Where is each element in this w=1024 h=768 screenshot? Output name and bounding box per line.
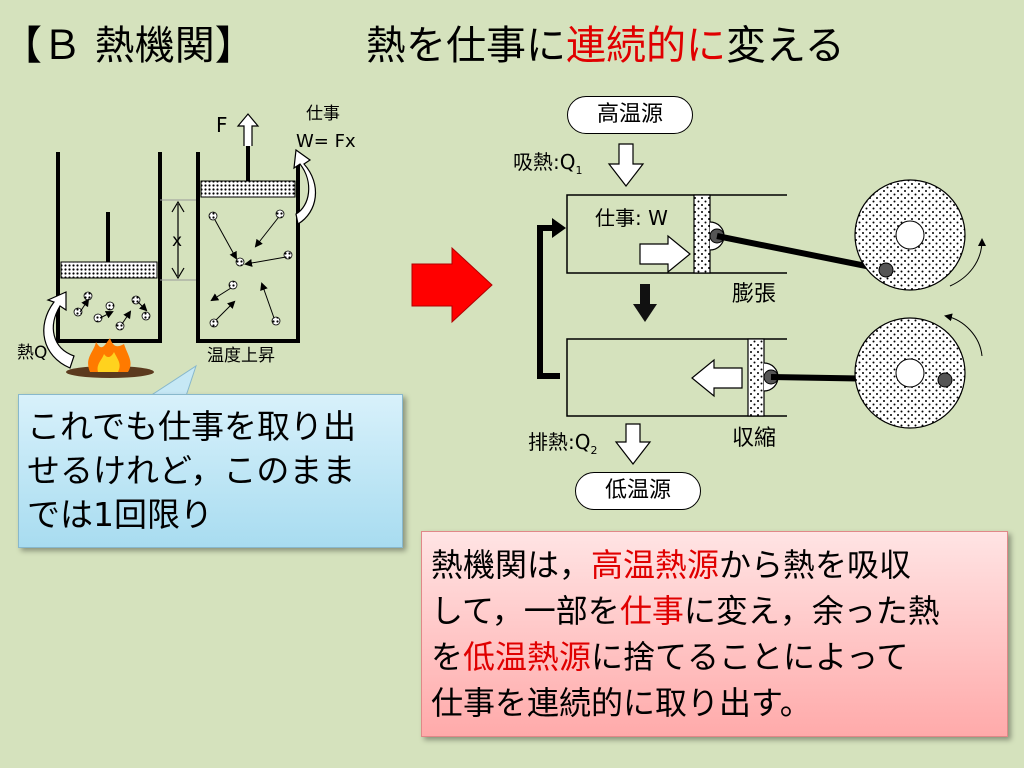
page-subtitle: 熱を仕事に連続的に変える [366, 23, 845, 69]
flame-icon [66, 338, 154, 378]
heat-label: 熱Q [17, 343, 48, 363]
force-label: F [216, 113, 228, 137]
work-label-right: 仕事: W [595, 206, 668, 230]
displacement-indicator [160, 199, 196, 281]
piston-bottom [747, 338, 765, 417]
connecting-rod-top [716, 233, 887, 273]
page-title: 【Ｂ 熱機関】 [2, 26, 255, 66]
gas-molecules-before [73, 291, 151, 331]
temperature-label: 温度上昇 [207, 346, 275, 366]
force-arrow [236, 113, 260, 146]
piston-top [693, 194, 711, 274]
transition-arrow [411, 246, 493, 324]
callout-tail [148, 364, 197, 397]
title-highlight: 連続的に [566, 23, 726, 69]
cylinder-compression [566, 338, 946, 417]
title-section: 【Ｂ 熱機関】 [2, 23, 255, 69]
heat-absorb-label: 吸熱:Q1 [513, 150, 583, 177]
process-down-arrow [633, 284, 657, 322]
heat-out-arrow [614, 423, 652, 465]
heat-curve-arrow [43, 291, 75, 369]
expansion-label: 膨張 [732, 282, 777, 307]
cylinder-before [56, 152, 162, 343]
callout-box: これでも仕事を取り出 せるけれど，このまま では1回限り [18, 394, 403, 548]
heat-in-arrow [607, 143, 645, 187]
hot-source: 高温源 [567, 96, 693, 134]
cylinder-after [196, 137, 300, 343]
cold-source: 低温源 [575, 472, 701, 510]
work-label-left: 仕事 [306, 104, 340, 124]
work-arrow [639, 234, 691, 274]
flywheel-top [854, 179, 986, 291]
cylinder-expansion [566, 194, 887, 274]
piston-before [60, 261, 158, 279]
flywheel-bottom [854, 313, 983, 429]
cycle-return-arrow [537, 218, 566, 379]
summary-box: 熱機関は，高温熱源から熱を吸収 して，一部を仕事に変え，余った熱 を低温熱源に捨… [421, 531, 1008, 737]
compression-arrow [691, 358, 743, 398]
work-curve-arrow [293, 148, 317, 225]
compression-label: 収縮 [732, 426, 777, 451]
gas-molecules-after [208, 209, 293, 328]
work-formula: W= Fx [296, 131, 356, 152]
displacement-label: x [172, 231, 183, 251]
piston-after [200, 180, 296, 198]
heat-reject-label: 排熱:Q2 [528, 430, 598, 457]
